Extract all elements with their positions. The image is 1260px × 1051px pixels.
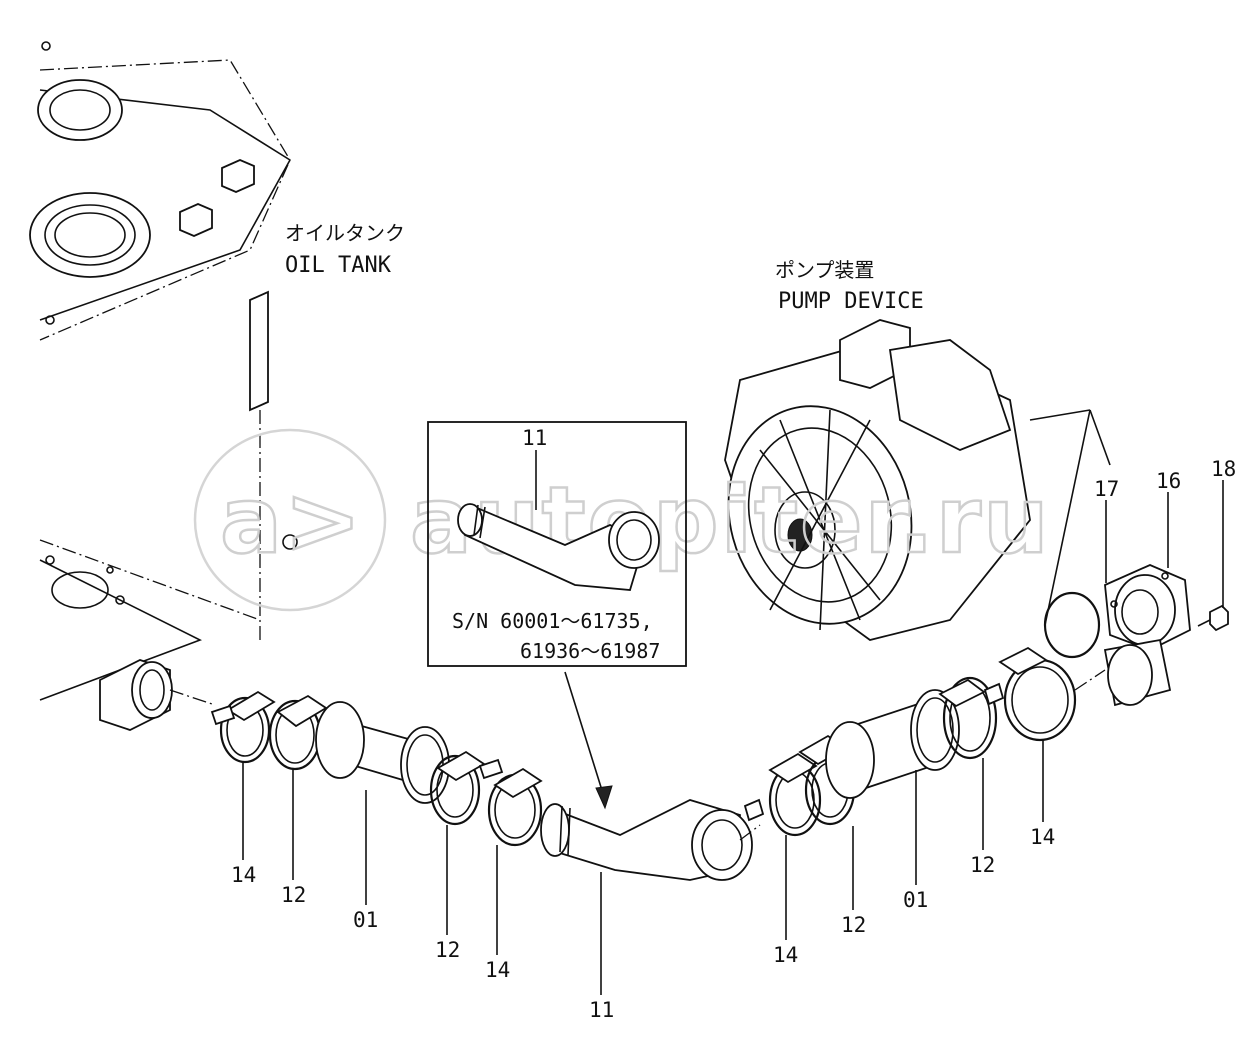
inset-sn-line1: S/N 60001～61735, — [452, 609, 653, 633]
inset-box: 11 S/N 60001～61735, 61936～61987 — [427, 421, 687, 810]
clamp-12-mid — [429, 750, 486, 826]
leader-lines — [242, 480, 1224, 995]
flange-16 — [1103, 564, 1191, 707]
watermark-logo: a> — [220, 467, 363, 574]
callout-18-bolt: 18 — [1211, 457, 1236, 481]
hose-01-left — [315, 701, 450, 804]
pump-label-jp: ポンプ装置 — [775, 258, 874, 282]
callout-01-left: 01 — [353, 908, 378, 932]
callout-14-left: 14 — [231, 863, 256, 887]
oil-tank-label-jp: オイルタンク — [285, 221, 405, 245]
hose-01-right — [825, 689, 960, 799]
callout-14-mid: 14 — [485, 958, 510, 982]
clamp-14-right — [743, 752, 822, 837]
oil-tank-label-en: OIL TANK — [285, 253, 392, 278]
inset-part-number: 11 — [522, 426, 547, 450]
pump-label-en: PUMP DEVICE — [778, 289, 924, 314]
clamp-14-left — [210, 690, 276, 764]
oring-17 — [1043, 591, 1101, 659]
callout-14-far: 14 — [1030, 825, 1055, 849]
clamp-14-far — [983, 646, 1106, 742]
callout-14-right: 14 — [773, 943, 798, 967]
pipe-11 — [540, 799, 761, 881]
oil-tank — [29, 41, 298, 731]
inset-sn-line2: 61936～61987 — [520, 639, 660, 663]
callout-17-oring: 17 — [1094, 477, 1119, 501]
callout-01-right: 01 — [903, 888, 928, 912]
callout-11-pipe: 11 — [589, 998, 614, 1022]
callout-16-flange: 16 — [1156, 469, 1181, 493]
clamp-14-mid — [478, 758, 543, 847]
pump-device — [724, 319, 1111, 641]
callout-12-left: 12 — [281, 883, 306, 907]
watermark-ring — [193, 428, 387, 612]
clamp-12-far — [938, 676, 998, 760]
bolt-18 — [1197, 604, 1229, 632]
callout-12-right: 12 — [841, 913, 866, 937]
callout-12-far: 12 — [970, 853, 995, 877]
callout-12-mid: 12 — [435, 938, 460, 962]
